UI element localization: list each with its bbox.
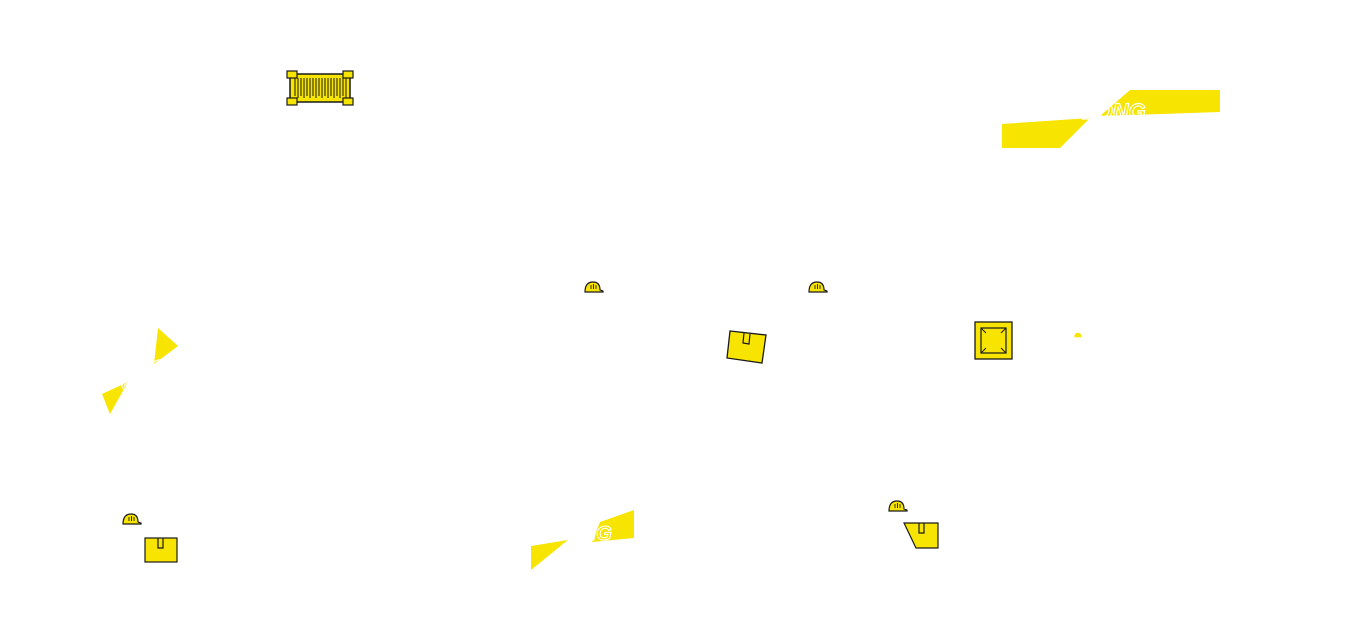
logo-line2-bottom: ROAD: [560, 541, 619, 563]
cardboard-box-icon: [903, 522, 939, 549]
hard-hat-icon: [122, 513, 142, 525]
logo-tagline-bottom: EXPERT CARGO & MOVING: [564, 560, 611, 564]
pallet-box-icon: [974, 321, 1013, 360]
logo-line1-bottom: LONG: [554, 523, 612, 545]
long-road-logo-bottom: LONG ROAD EXPERT CARGO & MOVING: [531, 510, 634, 570]
long-road-logo-rotated: LONG ROAD EXPERT CARGO & MOVING: [102, 328, 178, 414]
hard-hat-icon: [1073, 332, 1084, 338]
shipping-container-icon: [286, 70, 354, 106]
hard-hat-icon: [808, 281, 828, 293]
cardboard-box-icon: [144, 537, 178, 563]
long-road-logo: LONG ROAD EXPERT CARGO & MOVING: [1002, 90, 1220, 148]
logo-line1: LONG: [1082, 99, 1146, 124]
hard-hat-icon: [888, 500, 908, 512]
cardboard-box-icon: [726, 330, 767, 364]
logo-tagline: EXPERT CARGO & MOVING: [1088, 139, 1141, 144]
logo-line2: ROAD: [1088, 118, 1153, 143]
hard-hat-icon: [584, 281, 604, 293]
